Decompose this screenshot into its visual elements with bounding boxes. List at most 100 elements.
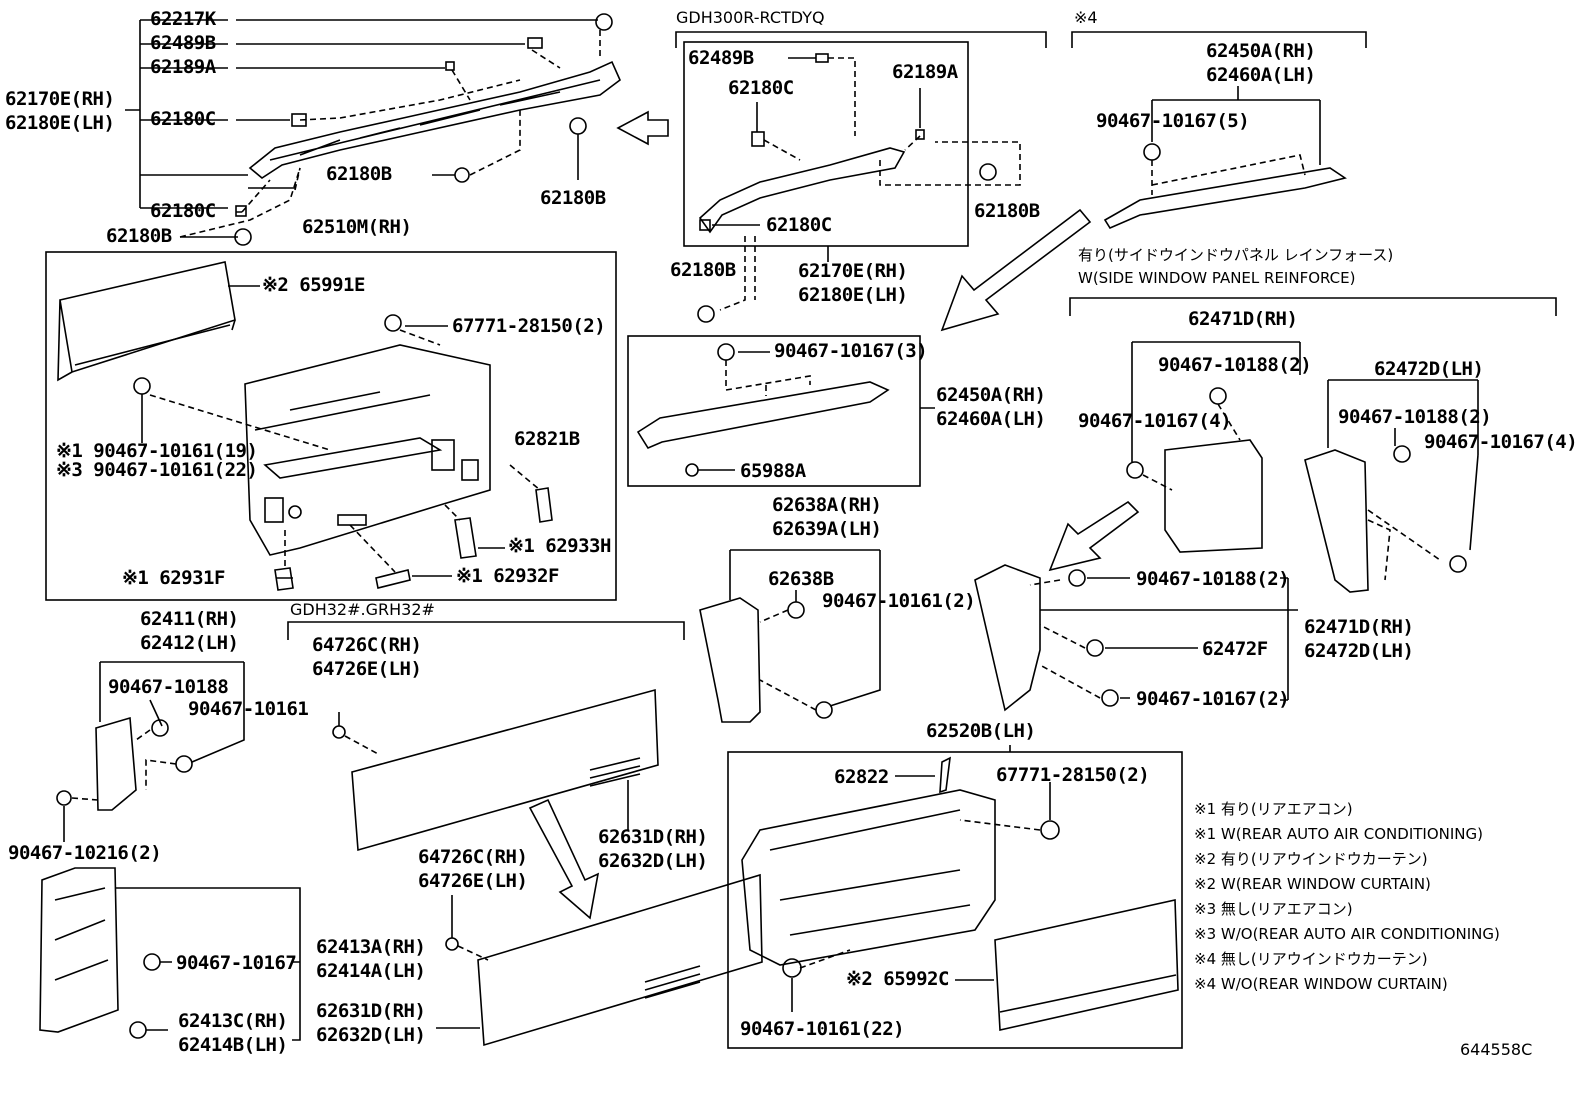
rail-part-gdh300 (698, 147, 906, 234)
clip-icon-62180B-e (697, 305, 715, 323)
part-label: 62180B (974, 200, 1040, 222)
part-label: 90467-10167(4) (1078, 410, 1232, 432)
part-label: 90467-10167(4) (1424, 431, 1578, 453)
part-label: 62632D(LH) (598, 850, 708, 872)
part-label: 62631D(RH) (316, 1000, 426, 1022)
part-label: 90467-10188 (108, 676, 229, 698)
panel-part-62631D-bottom (477, 873, 763, 1047)
clip-icon-62180C (291, 113, 307, 127)
part-label: 62180E(LH) (798, 284, 908, 306)
clip-icon-62180B-d (979, 163, 997, 181)
part-label: 62411(RH) (140, 608, 239, 630)
panel-slot (337, 514, 367, 526)
clip-icon-62180C-c (751, 131, 765, 147)
part-label: 62472D(LH) (1374, 358, 1484, 380)
clip-icon-67771-b (1040, 820, 1060, 840)
part-62931F-icon (274, 567, 294, 591)
trim-part-62413A (39, 867, 119, 1033)
part-label: 62520B(LH) (926, 720, 1036, 742)
box-62510M (45, 251, 617, 601)
part-label: 62510M(RH) (302, 216, 412, 238)
trim-panel-62520B-detail (769, 809, 971, 936)
part-label: 64726E(LH) (418, 870, 528, 892)
clip-icon-62180C-low (235, 205, 247, 217)
leaders-star4 (1151, 86, 1321, 165)
part-label: 64726C(RH) (312, 634, 422, 656)
part-label: ※1 62931F (122, 567, 225, 589)
note-line: ※1 W(REAR AUTO AIR CONDITIONING) (1194, 825, 1483, 843)
part-label: ※2 65992C (846, 968, 949, 990)
leaders-gdh300 (712, 57, 921, 262)
reinforce-label-jp: 有り(サイドウインドウパネル レインフォース) (1078, 246, 1394, 264)
clip-icon-65988A (685, 463, 699, 477)
clip-icon-64726C-a (332, 725, 346, 739)
part-label: 62170E(RH) (5, 88, 115, 110)
part-label: 62180B (326, 163, 392, 185)
reinforce-label-en: W(SIDE WINDOW PANEL REINFORCE) (1078, 269, 1356, 287)
pillar-part-62471D-top (1164, 439, 1263, 553)
part-label: 62189A (150, 56, 216, 78)
leaders-62471D (1131, 341, 1301, 462)
panel-opening-3 (264, 497, 284, 523)
part-label: 62180C (766, 214, 832, 236)
part-label: 62489B (150, 32, 216, 54)
part-label: 62450A(RH) (936, 384, 1046, 406)
part-label: 62460A(LH) (936, 408, 1046, 430)
part-62821B-icon (535, 487, 553, 523)
part-label: 90467-10161(2) (822, 590, 976, 612)
part-label: ※3 90467-10161(22) (56, 459, 258, 481)
part-label: 65988A (740, 460, 806, 482)
dashed-attach-62510M (149, 329, 541, 573)
part-label: 62460A(LH) (1206, 64, 1316, 86)
part-label: 62180B (540, 187, 606, 209)
note-line: ※2 W(REAR WINDOW CURTAIN) (1194, 875, 1431, 893)
dashed-attach-62411 (71, 729, 177, 801)
part-label: 62217K (150, 8, 216, 30)
leader-lines-mid (180, 174, 455, 238)
variant-label-gdh32: GDH32#.GRH32# (290, 600, 435, 619)
leaders-62472D (1327, 379, 1479, 551)
note-line: ※2 有り(リアウインドウカーテン) (1194, 850, 1428, 868)
leaders-gdh32 (338, 712, 629, 830)
pillar-part-62638A (699, 597, 761, 723)
part-label: 62821B (514, 428, 580, 450)
clip-icon-90467-10167-c (1101, 689, 1119, 707)
trim-panel-62510M-part (244, 344, 491, 556)
part-label: 62822 (834, 766, 889, 788)
dashed-attach-gdh300 (719, 57, 1021, 311)
note-line: ※3 W/O(REAR AUTO AIR CONDITIONING) (1194, 925, 1500, 943)
part-label: 90467-10216(2) (8, 842, 162, 864)
leaders-62411 (99, 661, 245, 763)
part-label: 62471D(RH) (1304, 616, 1414, 638)
clip-icon-90467-10188-d (151, 719, 169, 737)
trim-part-62411 (95, 716, 137, 811)
part-label: ※2 65991E (262, 274, 365, 296)
part-label: 90467-10167 (176, 952, 297, 974)
part-label: ※1 90467-10161(19) (56, 440, 258, 462)
part-label: 67771-28150(2) (996, 764, 1150, 786)
panel-vent-top (589, 757, 641, 787)
part-label: 62471D(RH) (1188, 308, 1298, 330)
part-label: 62639A(LH) (772, 518, 882, 540)
part-label: 62638A(RH) (772, 494, 882, 516)
pillar-part-62472D-top (1304, 449, 1369, 593)
note-line: ※3 無し(リアエアコン) (1194, 900, 1353, 918)
arrow-down-icon (528, 798, 600, 920)
clip-icon-90467-10161-d (175, 755, 193, 773)
part-label: 62450A(RH) (1206, 40, 1316, 62)
box-62520B (727, 751, 1183, 1049)
clip-icon-62180B (454, 167, 470, 183)
part-label: 90467-10188(2) (1158, 354, 1312, 376)
arrow-down-left-icon (940, 208, 1092, 332)
clip-icon-62180C-d (699, 219, 711, 231)
diagram-id: 644558C (1460, 1040, 1533, 1059)
trim-panel-detail (254, 391, 443, 479)
arrow-small-icon (1048, 500, 1140, 572)
clip-icon-62489B (527, 37, 543, 49)
dashed-attach-top (241, 30, 601, 213)
clip-icon-62180B-low (234, 228, 252, 246)
note-line: ※4 無し(リアウインドウカーテン) (1194, 950, 1428, 968)
part-label: 67771-28150(2) (452, 315, 606, 337)
clip-icon-90467-10167-d (143, 953, 161, 971)
